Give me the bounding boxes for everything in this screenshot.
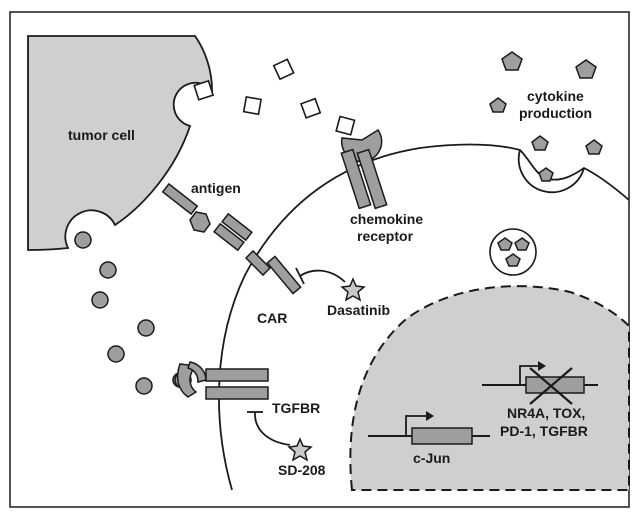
cytokine-pentagon	[538, 167, 554, 182]
ligand-circle	[135, 377, 153, 395]
antigen-square	[300, 97, 322, 119]
antigen-hexagon	[189, 211, 211, 233]
nr4a-cross	[529, 367, 573, 405]
car-hinge	[244, 249, 272, 277]
chemokine-receptor-stalk	[340, 148, 372, 210]
cytokine-production-label: cytokine	[527, 88, 584, 104]
car-label: CAR	[257, 310, 287, 326]
nr4a-gene	[482, 361, 598, 405]
cytokine-pentagon	[501, 51, 523, 71]
c-jun-promoter-arrow	[405, 415, 426, 436]
dasatinib-star	[340, 277, 366, 302]
tgfbr-cup	[187, 361, 207, 383]
cytokine-pentagon	[489, 97, 507, 113]
ligand-circle	[107, 345, 125, 363]
dasatinib-label: Dasatinib	[327, 302, 390, 318]
antigen-square	[242, 95, 263, 116]
ligand-circle	[137, 319, 155, 337]
nr4a-label: PD-1, TGFBR	[500, 423, 588, 439]
cytokine-pentagon	[585, 139, 603, 155]
cytokine-pentagon	[497, 237, 513, 251]
ligand-circle	[74, 231, 92, 249]
tumor-cell-label: tumor cell	[68, 127, 135, 143]
free-antigens	[193, 58, 356, 136]
c-jun-label: c-Jun	[413, 450, 450, 466]
c-jun-arrowhead	[426, 411, 434, 421]
antigen-square	[335, 115, 356, 136]
dasatinib-inhibition-bar	[295, 267, 305, 285]
chemokine-receptor-label: receptor	[357, 228, 414, 244]
t-cell-membrane	[218, 143, 630, 491]
cytokine-pentagon	[514, 237, 530, 251]
tgfbr-stalk	[205, 386, 269, 400]
ligand-circle	[99, 261, 117, 279]
tgfbr-cup	[176, 363, 198, 398]
chemokine-receptor-label: chemokine	[350, 211, 423, 227]
dasatinib-inhibition-line	[299, 269, 346, 283]
cytokine-pentagon	[505, 253, 521, 267]
tgfbr-label: TGFBR	[272, 400, 320, 416]
sd208-star	[287, 437, 313, 462]
antigen-stalk	[161, 182, 199, 216]
cytokine-pentagon	[575, 59, 597, 79]
nr4a-promoter-arrow	[519, 365, 538, 385]
cytokine-vesicle	[489, 228, 537, 276]
sd208-inhibition-line	[254, 411, 291, 446]
nr4a-label: NR4A, TOX,	[507, 405, 585, 421]
antigen-label: antigen	[191, 180, 241, 196]
antigen-square	[272, 58, 295, 81]
cytokines	[489, 51, 603, 182]
car-transmembrane	[266, 255, 302, 295]
tgfbr-stalk	[205, 368, 269, 382]
chemokine-receptor-stalk	[356, 148, 388, 210]
cytokine-pentagon	[531, 135, 549, 151]
c-jun-gene	[368, 411, 490, 445]
vesicle-membrane	[489, 228, 537, 276]
car-scfv	[221, 212, 253, 242]
secretion-pocket	[517, 149, 585, 194]
antigen-square	[193, 79, 215, 101]
nr4a-exon	[525, 376, 585, 394]
cytokine-production-label: production	[519, 105, 592, 121]
tgfbr-receptor	[174, 361, 269, 400]
chemokine-receptor	[340, 128, 388, 210]
car-scfv	[213, 222, 245, 252]
c-jun-exon	[411, 427, 473, 445]
antigen-car-complex	[161, 182, 302, 295]
sd208-label: SD-208	[278, 462, 326, 478]
ligand-circle	[91, 291, 109, 309]
nr4a-arrowhead	[538, 361, 546, 371]
